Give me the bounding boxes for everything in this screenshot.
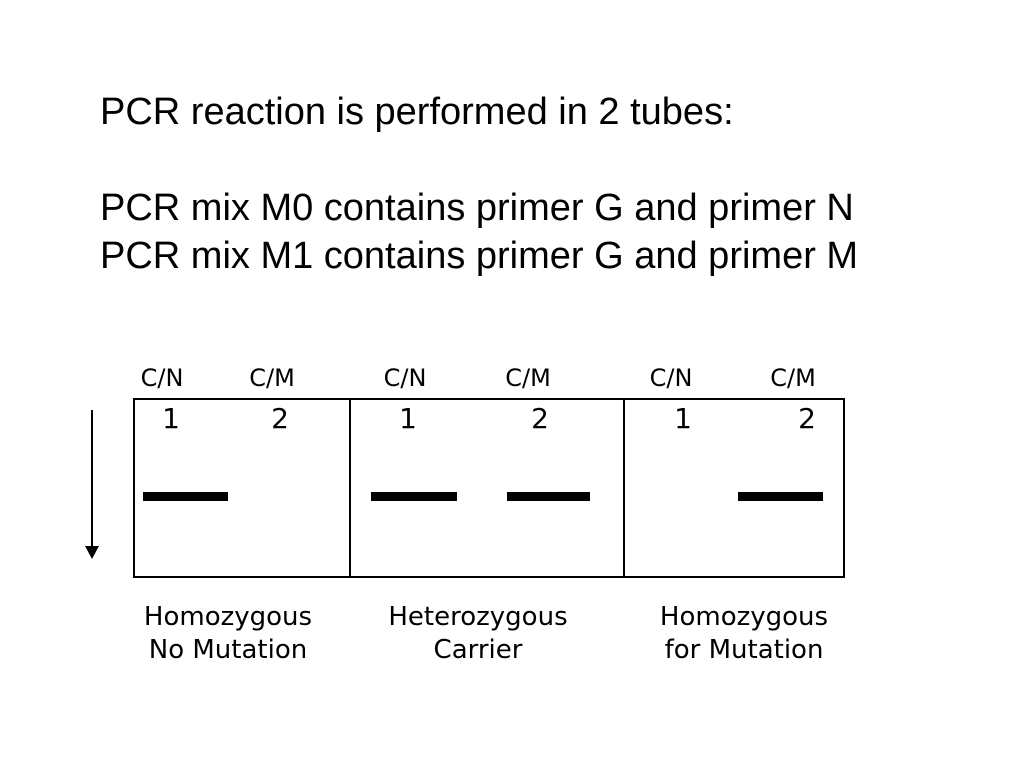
caption-line: Homozygous bbox=[659, 602, 829, 632]
panel-caption-heterozygous-carrier: Heterozygous Carrier bbox=[388, 601, 567, 667]
panel-caption-homozygous-for-mutation: Homozygous for Mutation bbox=[660, 601, 828, 667]
lane-header: C/M bbox=[249, 364, 295, 392]
lane-number: 1 bbox=[162, 402, 180, 435]
lane-number: 1 bbox=[399, 402, 417, 435]
arrow-shaft bbox=[91, 410, 93, 546]
title-line-4: PCR mix M1 contains primer G and primer … bbox=[100, 235, 859, 277]
caption-line: Homozygous bbox=[143, 602, 313, 632]
arrow-head bbox=[85, 546, 99, 559]
lane-number: 2 bbox=[271, 402, 289, 435]
lane-header: C/M bbox=[505, 364, 551, 392]
lane-number: 2 bbox=[531, 402, 549, 435]
gel-band bbox=[371, 492, 457, 501]
panel-divider-2 bbox=[623, 398, 625, 576]
caption-line: Carrier bbox=[433, 635, 523, 665]
lane-header: C/N bbox=[140, 364, 184, 392]
caption-line: Heterozygous bbox=[388, 602, 568, 632]
lane-number: 1 bbox=[674, 402, 692, 435]
title-line-3: PCR mix M0 contains primer G and primer … bbox=[100, 187, 854, 229]
lane-number: 2 bbox=[798, 402, 816, 435]
title-line-1: PCR reaction is performed in 2 tubes: bbox=[100, 91, 734, 133]
lane-header: C/M bbox=[770, 364, 816, 392]
lane-header: C/N bbox=[383, 364, 427, 392]
panel-divider-1 bbox=[349, 398, 351, 576]
panel-caption-homozygous-no-mutation: Homozygous No Mutation bbox=[144, 601, 312, 667]
lane-header: C/N bbox=[649, 364, 693, 392]
gel-band bbox=[738, 492, 823, 501]
gel-box bbox=[133, 398, 845, 578]
title-block: PCR reaction is performed in 2 tubes: PC… bbox=[100, 88, 930, 280]
caption-line: for Mutation bbox=[664, 635, 824, 665]
gel-band bbox=[507, 492, 590, 501]
gel-band bbox=[143, 492, 228, 501]
caption-line: No Mutation bbox=[148, 635, 308, 665]
